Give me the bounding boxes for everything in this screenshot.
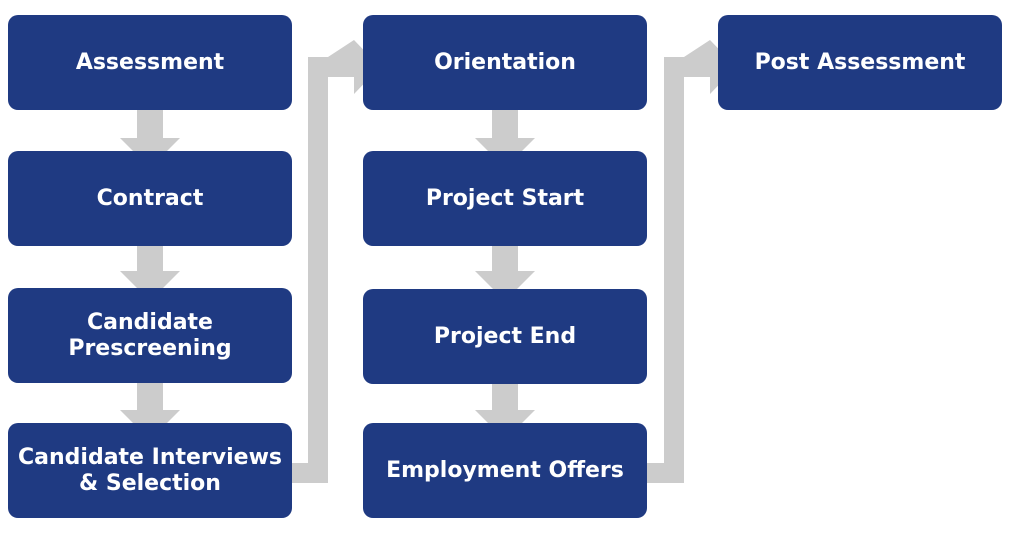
step-project-start: Project Start: [363, 151, 647, 246]
step-candidate-prescreening-label: Candidate Prescreening: [68, 309, 232, 361]
step-project-end-label: Project End: [433, 323, 577, 349]
step-contract: Contract: [8, 151, 292, 246]
step-employment-offers: Employment Offers: [363, 423, 647, 518]
step-employment-offers-label: Employment Offers: [386, 457, 624, 483]
step-project-start-label: Project Start: [425, 185, 585, 211]
step-orientation: Orientation: [363, 15, 647, 110]
step-candidate-prescreening: Candidate Prescreening: [8, 288, 292, 383]
step-candidate-interviews-selection-label: Candidate Interviews & Selection: [18, 444, 282, 496]
down-arrow-project-end-to-employment-offers: [475, 384, 535, 440]
step-assessment: Assessment: [8, 15, 292, 110]
step-contract-label: Contract: [96, 185, 204, 211]
down-arrow-project-start-to-project-end: [475, 246, 535, 301]
step-orientation-label: Orientation: [434, 49, 576, 75]
down-arrow-contract-to-prescreening: [120, 246, 180, 301]
step-assessment-label: Assessment: [75, 49, 225, 75]
step-candidate-interviews-selection: Candidate Interviews & Selection: [8, 423, 292, 518]
step-post-assessment: Post Assessment: [718, 15, 1002, 110]
step-post-assessment-label: Post Assessment: [754, 49, 966, 75]
step-project-end: Project End: [363, 289, 647, 384]
down-arrow-orientation-to-project-start: [475, 110, 535, 168]
down-arrow-prescreening-to-interviews: [120, 383, 180, 440]
elbow-arrow-interviews-to-orientation: [292, 40, 380, 483]
down-arrow-assessment-to-contract: [120, 110, 180, 168]
elbow-arrow-employment-offers-to-post-assessment: [647, 40, 736, 483]
